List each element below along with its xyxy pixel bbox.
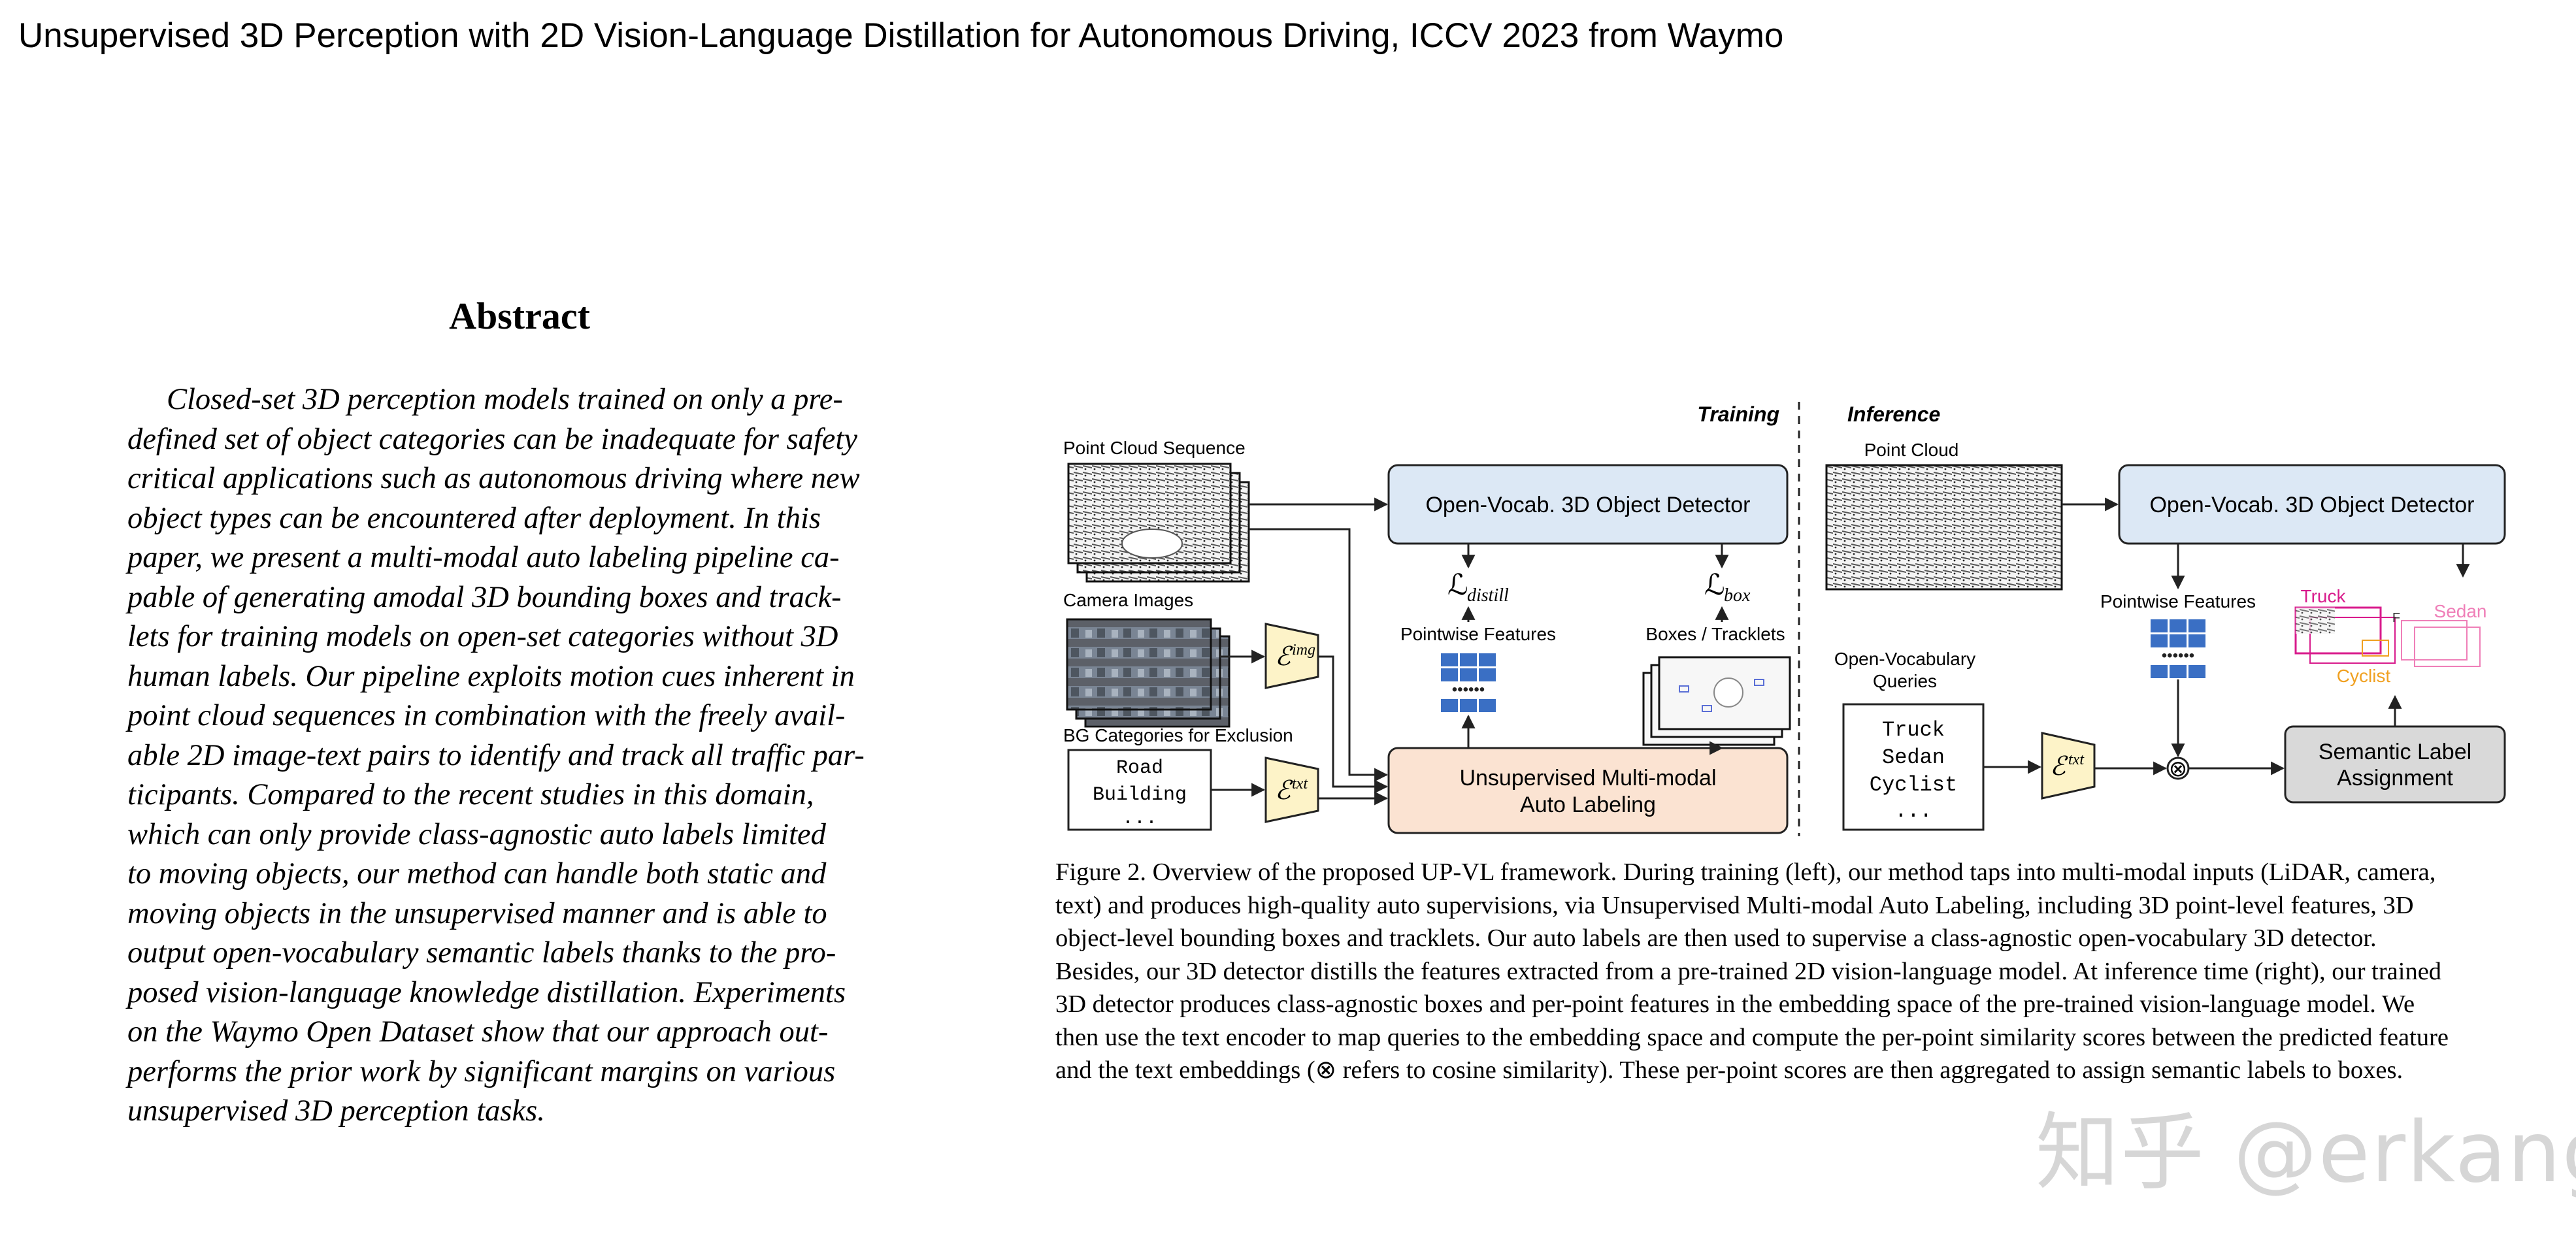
- query-item: Cyclist: [1870, 773, 1957, 797]
- open-vocab-detector-box: [1387, 464, 1789, 545]
- watermark: 知乎 @erkang: [2036, 1104, 2576, 1201]
- bg-item: Road: [1116, 757, 1163, 779]
- abstract-line: ticipants. Compared to the recent studie…: [127, 778, 814, 811]
- cosine-symbol: ⊗: [2169, 756, 2188, 782]
- loss-box-subscript: box: [1724, 585, 1751, 606]
- camera-images: [1066, 618, 1230, 728]
- abstract-line: posed vision-language knowledge distilla…: [127, 975, 846, 1009]
- abstract-line: object types can be encountered after de…: [127, 501, 821, 535]
- caption-line: Figure 2. Overview of the proposed UP-VL…: [1055, 858, 2436, 886]
- point-cloud-sequence-image: [1067, 463, 1250, 583]
- auto-labeling-box: [1387, 747, 1789, 834]
- abstract-line: moving objects in the unsupervised manne…: [127, 896, 827, 930]
- point-cloud-label: Point Cloud: [1864, 440, 1959, 460]
- caption-line: and the text embeddings (⊗ refers to cos…: [1055, 1056, 2403, 1084]
- inf-pointwise-features-grid: ••••••: [2151, 619, 2205, 678]
- abstract-line: defined set of object categories can be …: [127, 422, 857, 456]
- point-cloud-sequence-label: Point Cloud Sequence: [1063, 438, 1246, 458]
- encoder-txt-superscript: txt: [2068, 751, 2085, 768]
- text-encoder-training: ℰ txt: [1264, 757, 1319, 823]
- abstract-line: performs the prior work by significant m…: [127, 1054, 836, 1088]
- abstract-line: on the Waymo Open Dataset show that our …: [127, 1015, 829, 1049]
- query-item: ...: [1894, 799, 1932, 823]
- figure-caption: Figure 2. Overview of the proposed UP-VL…: [1055, 856, 2553, 1087]
- result-label: Truck: [2301, 586, 2347, 606]
- abstract-line: human labels. Our pipeline exploits moti…: [127, 659, 855, 693]
- abstract-line: unsupervised 3D perception tasks.: [127, 1094, 545, 1128]
- loss-distill-subscript: distill: [1467, 585, 1509, 606]
- svg-text:••••••: ••••••: [2162, 647, 2194, 664]
- result-label: F: [2392, 611, 2400, 625]
- text-encoder-inference: ℰ txt: [2041, 732, 2096, 800]
- abstract-line: point cloud sequences in combination wit…: [127, 699, 846, 732]
- encoder-txt-superscript: txt: [1292, 775, 1308, 792]
- encoder-symbol: ℰ: [1275, 642, 1293, 671]
- svg-text:••••••: ••••••: [1452, 681, 1485, 698]
- abstract-line: paper, we present a multi-modal auto lab…: [127, 541, 840, 574]
- training-arrows: [1211, 497, 1729, 806]
- abstract-heading: Abstract: [449, 295, 590, 337]
- bg-categories-box: [1067, 749, 1212, 831]
- abstract-body: Closed-set 3D perception models trained …: [127, 380, 910, 1132]
- abstract-line: Closed-set 3D perception models trained …: [167, 383, 843, 416]
- bg-item: ...: [1122, 808, 1157, 830]
- boxes-tracklets-label: Boxes / Tracklets: [1645, 624, 1785, 644]
- loss-distill-symbol: ℒ: [1447, 569, 1468, 601]
- point-cloud-image: [1825, 464, 2063, 591]
- abstract-line: critical applications such as autonomous…: [127, 462, 860, 495]
- encoder-symbol: ℰ: [2050, 751, 2068, 781]
- open-vocab-detector-label: Open-Vocab. 3D Object Detector: [1425, 493, 1750, 517]
- auto-labeling-label-line1: Unsupervised Multi-modal: [1459, 766, 1716, 791]
- inference-arrows: [1983, 497, 2470, 775]
- framework-figure: Training Inference Point Cloud Sequence …: [1055, 392, 2558, 849]
- open-vocab-queries-label-line1: Open-Vocabulary: [1834, 649, 1975, 669]
- semantic-label-line1: Semantic Label: [2319, 740, 2471, 764]
- bg-item: Building: [1093, 784, 1187, 806]
- pointwise-features-label: Pointwise Features: [1400, 624, 1556, 644]
- result-boxes-visual: [2294, 606, 2481, 667]
- abstract-line: lets for training models on open-set cat…: [127, 620, 838, 653]
- abstract-line: to moving objects, our method can handle…: [127, 857, 827, 890]
- query-item: Sedan: [1882, 745, 1945, 770]
- caption-line: Besides, our 3D detector distills the fe…: [1055, 957, 2442, 985]
- training-label: Training: [1697, 402, 1779, 426]
- auto-labeling-label-line2: Auto Labeling: [1520, 792, 1656, 817]
- semantic-label-line2: Assignment: [2337, 766, 2453, 791]
- camera-images-label: Camera Images: [1063, 590, 1193, 610]
- boxes-tracklets-image: [1642, 656, 1791, 746]
- abstract-line: able 2D image-text pairs to identify and…: [127, 738, 865, 772]
- inf-detector-label: Open-Vocab. 3D Object Detector: [2149, 493, 2474, 517]
- loss-box-symbol: ℒ: [1704, 569, 1725, 601]
- abstract-line: pable of generating amodal 3D bounding b…: [127, 580, 842, 614]
- encoder-symbol: ℰ: [1275, 775, 1293, 805]
- queries-box: [1842, 703, 1985, 831]
- inf-detector-box: [2118, 464, 2506, 545]
- result-label: Sedan: [2434, 601, 2487, 621]
- result-label: Cyclist: [2337, 666, 2391, 686]
- open-vocab-queries-label-line2: Queries: [1873, 671, 1937, 691]
- caption-line: text) and produces high-quality auto sup…: [1055, 891, 2414, 919]
- inference-label: Inference: [1847, 402, 1940, 426]
- encoder-img-superscript: img: [1292, 642, 1315, 659]
- semantic-label-box: [2284, 725, 2506, 804]
- pointwise-features-grid: ••••••: [1441, 653, 1496, 712]
- query-item: Truck: [1882, 718, 1945, 742]
- abstract-line: output open-vocabulary semantic labels t…: [127, 936, 836, 970]
- caption-line: 3D detector produces class-agnostic boxe…: [1055, 990, 2415, 1018]
- page-title: Unsupervised 3D Perception with 2D Visio…: [18, 16, 1784, 55]
- bg-categories-label: BG Categories for Exclusion: [1063, 725, 1293, 745]
- image-encoder: ℰ img: [1264, 623, 1319, 689]
- caption-line: then use the text encoder to map queries…: [1055, 1023, 2449, 1051]
- abstract-line: which can only provide class-agnostic au…: [127, 817, 826, 851]
- inf-pointwise-features-label: Pointwise Features: [2100, 591, 2256, 612]
- caption-line: object-level bounding boxes and tracklet…: [1055, 924, 2377, 952]
